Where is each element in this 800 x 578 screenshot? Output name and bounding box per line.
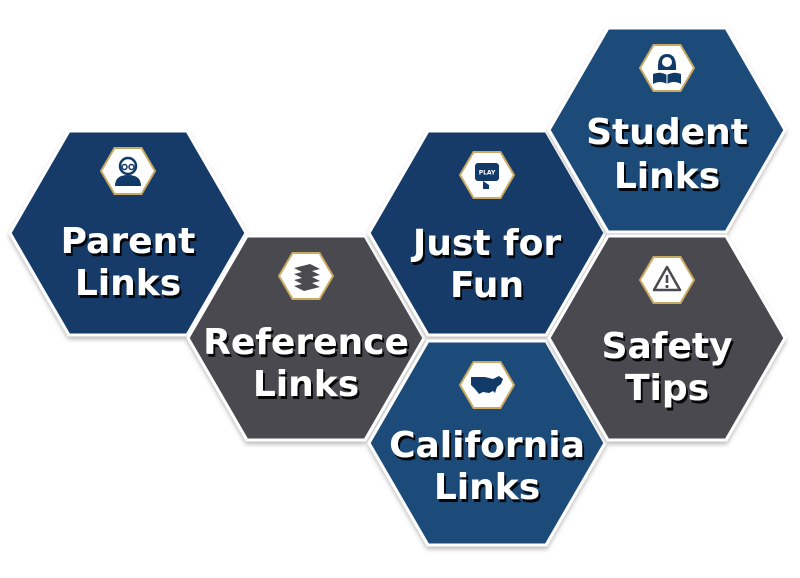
reference-links-line1: Reference bbox=[203, 322, 409, 363]
just-for-fun-line1: Just for bbox=[410, 223, 562, 264]
student-links-tile[interactable]: Student Links bbox=[547, 26, 787, 234]
student-links-line2: Links bbox=[614, 156, 720, 197]
just-for-fun-line2: Fun bbox=[450, 265, 524, 306]
usa-map-icon bbox=[458, 361, 516, 409]
student-reading-icon bbox=[638, 44, 696, 92]
safety-tips-tile[interactable]: Safety Tips bbox=[547, 234, 787, 442]
just-for-fun-hex bbox=[367, 129, 607, 337]
safety-tips-line1: Safety bbox=[602, 326, 733, 367]
student-links-line1: Student bbox=[586, 112, 748, 153]
parent-links-hex bbox=[8, 129, 248, 337]
safety-tips-hex bbox=[547, 234, 787, 442]
just-for-fun-tile[interactable]: PLAY Just for Fun bbox=[367, 129, 607, 337]
stacked-books-icon bbox=[277, 252, 335, 300]
reference-links-line2: Links bbox=[253, 364, 359, 405]
reference-links-tile[interactable]: Reference Links bbox=[186, 234, 426, 442]
parent-links-line1: Parent bbox=[61, 221, 196, 262]
person-glasses-icon bbox=[99, 147, 157, 195]
play-icon-text: PLAY bbox=[479, 170, 496, 177]
safety-tips-line2: Tips bbox=[625, 368, 709, 409]
california-links-hex bbox=[367, 339, 607, 547]
california-links-tile[interactable]: California Links bbox=[367, 339, 607, 547]
parent-links-line2: Links bbox=[75, 263, 181, 304]
student-links-hex bbox=[547, 26, 787, 234]
california-links-line2: Links bbox=[434, 467, 540, 508]
warning-triangle-icon bbox=[638, 256, 696, 304]
reference-links-hex bbox=[186, 234, 426, 442]
play-button-icon: PLAY bbox=[458, 151, 516, 199]
california-links-line1: California bbox=[389, 425, 585, 466]
parent-links-tile[interactable]: Parent Links bbox=[8, 129, 248, 337]
